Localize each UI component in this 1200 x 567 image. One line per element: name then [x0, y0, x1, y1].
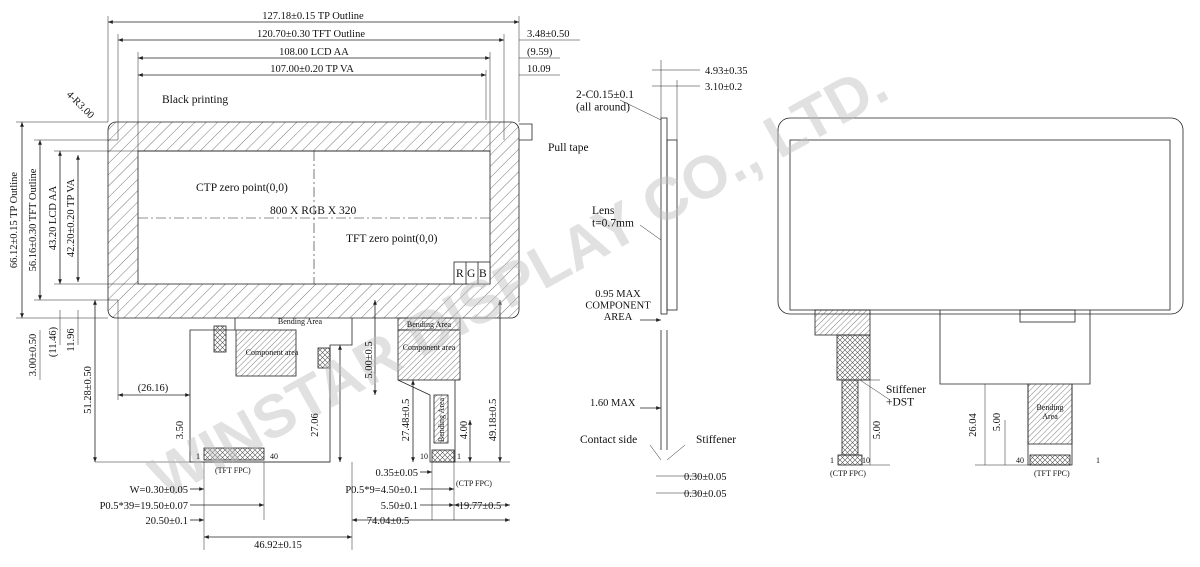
chamfer-label: 2-C0.15±0.1(all around) — [576, 89, 634, 114]
dim-5-50: 5.50±0.1 — [381, 501, 418, 512]
back-stiffener-a — [814, 309, 871, 336]
ctp-pin-10: 10 — [420, 452, 428, 461]
dim-26-16: (26.16) — [138, 383, 169, 394]
bending-area-top: Bending Area — [278, 317, 323, 326]
component-area-small — [235, 329, 297, 377]
bending-area-vert: Bending Area — [437, 397, 446, 442]
bending-area-box-label: Bending Area — [407, 320, 452, 329]
dim-p05-9: P0.5*9=4.50±0.1 — [345, 485, 418, 496]
dim-74-04: 74.04±0.5 — [367, 516, 410, 527]
side-stiffener-label: Stiffener — [696, 434, 736, 446]
rgb-r: R — [456, 268, 464, 280]
side-dim-0-30-a: 0.30±0.05 — [684, 472, 727, 483]
front-view — [16, 16, 580, 550]
rgb-g: G — [467, 268, 475, 280]
ctp-pin-1: 1 — [457, 452, 461, 461]
tft-pin-1: 1 — [196, 452, 200, 461]
dim-tp-va-v: 42.20±0.20 TP VA — [66, 178, 77, 257]
dim-lcd-aa: 108.00 LCD AA — [279, 47, 349, 58]
dim-51-28: 51.28±0.50 — [83, 366, 94, 414]
back-dim-5-00-a: 5.00 — [872, 421, 883, 439]
rgb-b: B — [479, 268, 487, 280]
tft-fpc-pads — [203, 447, 265, 461]
dim-tft-outline-v: 56.16±0.30 TFT Outline — [28, 168, 39, 271]
dim-p05-39: P0.5*39=19.50±0.07 — [100, 501, 188, 512]
ctp-zero-label: CTP zero point(0,0) — [196, 182, 288, 194]
side-dim-3-10: 3.10±0.2 — [705, 82, 742, 93]
tft-zero-label: TFT zero point(0,0) — [346, 233, 438, 245]
pull-tape-label: Pull tape — [548, 142, 589, 154]
dim-tp-outline-v: 66.12±0.15 TP Outline — [9, 172, 20, 269]
back-tft-pin-40: 40 — [1016, 456, 1024, 465]
dim-9-59: (9.59) — [527, 47, 553, 58]
dim-20-50: 20.50±0.1 — [145, 516, 188, 527]
dim-3-00: 3.00±0.50 — [28, 334, 39, 377]
component-area-small-label: Component area — [246, 348, 299, 357]
dim-46-92: 46.92±0.15 — [254, 540, 302, 551]
back-ctp-pin-10: 10 — [862, 456, 870, 465]
pull-tape — [519, 123, 533, 141]
ctp-fpc-label: (CTP FPC) — [456, 479, 492, 488]
contact-side-label: Contact side — [580, 434, 637, 446]
max-160-label: 1.60 MAX — [590, 398, 636, 409]
side-view — [619, 60, 700, 494]
tft-fpc-label: (TFT FPC) — [215, 466, 251, 475]
back-ctp-fpc: (CTP FPC) — [830, 469, 866, 478]
back-tft-fpc: (TFT FPC) — [1034, 469, 1070, 478]
dim-11-96: 11.96 — [66, 328, 77, 351]
dim-tft-outline: 120.70±0.30 TFT Outline — [257, 29, 365, 40]
dim-w: W=0.30±0.05 — [130, 485, 188, 496]
back-dim-5-00-b: 5.00 — [992, 413, 1003, 431]
dim-10-09: 10.09 — [527, 64, 551, 75]
ctp-fpc-pads — [431, 449, 455, 463]
dim-27-48: 27.48±0.5 — [401, 399, 412, 442]
dim-27-06: 27.06 — [310, 413, 321, 437]
side-view-labels: 4.93±0.35 3.10±0.2 2-C0.15±0.1(all aroun… — [576, 66, 748, 500]
dim-4-00: 4.00 — [459, 421, 470, 439]
dim-19-77: 19.77±0.5 — [459, 501, 502, 512]
back-stiffener-label: Stiffener+DST — [886, 384, 926, 409]
back-view — [777, 117, 1184, 466]
back-stiffener — [836, 334, 871, 381]
dim-5-00: 5.00±0.5 — [364, 341, 375, 378]
component-area-label: Component area — [403, 343, 456, 352]
dim-tp-outline: 127.18±0.15 TP Outline — [262, 11, 364, 22]
back-ctp-pin-1: 1 — [830, 456, 834, 465]
back-bending-area — [1027, 383, 1073, 445]
side-dim-0-30-b: 0.30±0.05 — [684, 489, 727, 500]
dim-lcd-aa-v: 43.20 LCD AA — [48, 185, 59, 250]
front-view-labels: 127.18±0.15 TP Outline 120.70±0.30 TFT O… — [9, 11, 589, 551]
back-tft-pin-1: 1 — [1096, 456, 1100, 465]
back-dim-26-04: 26.04 — [968, 412, 979, 436]
black-printing-label: Black printing — [162, 94, 228, 106]
dim-tp-va: 107.00±0.20 TP VA — [270, 64, 354, 75]
dim-49-18: 49.18±0.5 — [488, 399, 499, 442]
tft-pin-40: 40 — [270, 452, 278, 461]
side-dim-4-93: 4.93±0.35 — [705, 66, 748, 77]
dim-3-48: 3.48±0.50 — [527, 29, 570, 40]
resolution-label: 800 X RGB X 320 — [270, 205, 357, 217]
dim-11-46: (11.46) — [48, 326, 59, 357]
dim-0-35: 0.35±0.05 — [375, 468, 418, 479]
dim-3-50: 3.50 — [175, 421, 186, 439]
corner-radius: 4-R3.00 — [64, 89, 96, 121]
component-area — [397, 329, 461, 381]
